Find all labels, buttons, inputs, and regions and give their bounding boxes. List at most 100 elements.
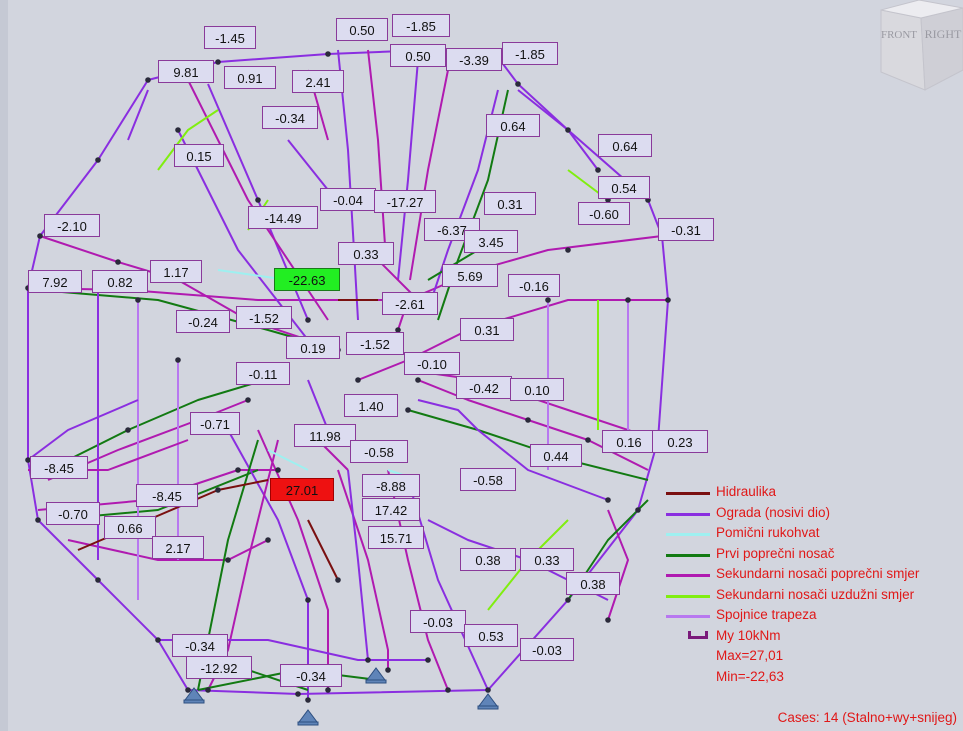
structure-node[interactable] — [295, 691, 301, 697]
structure-member[interactable] — [307, 379, 329, 431]
structure-node[interactable] — [335, 577, 341, 583]
moment-value-label: -0.03 — [410, 610, 466, 633]
structure-node[interactable] — [95, 577, 101, 583]
structure-node[interactable] — [305, 317, 311, 323]
structure-member[interactable] — [287, 139, 329, 191]
legend-max-value: Max=27,01 — [716, 648, 784, 663]
legend-item: Prvi poprečni nosač — [662, 544, 962, 565]
structure-node[interactable] — [265, 537, 271, 543]
structure-node[interactable] — [395, 327, 401, 333]
structure-member[interactable] — [157, 109, 219, 171]
structure-node[interactable] — [565, 127, 571, 133]
moment-value-label: 3.45 — [464, 230, 518, 253]
structure-node[interactable] — [365, 657, 371, 663]
structure-node[interactable] — [125, 427, 131, 433]
structure-node[interactable] — [325, 51, 331, 57]
moment-value-label: -0.24 — [176, 310, 230, 333]
structure-node[interactable] — [185, 687, 191, 693]
structure-node[interactable] — [605, 617, 611, 623]
structure-node[interactable] — [245, 397, 251, 403]
moment-value-label: -0.10 — [404, 352, 460, 375]
view-cube[interactable]: FRONT RIGHT — [875, 0, 963, 96]
structure-member[interactable] — [27, 399, 139, 461]
legend-item: Ograda (nosivi dio) — [662, 503, 962, 524]
legend-item-label: Ograda (nosivi dio) — [716, 504, 831, 520]
support-icon — [365, 667, 387, 684]
structure-node[interactable] — [565, 247, 571, 253]
structure-node[interactable] — [445, 687, 451, 693]
structure-member[interactable] — [27, 79, 149, 289]
structure-member[interactable] — [407, 409, 649, 481]
structure-node[interactable] — [415, 377, 421, 383]
structure-node[interactable] — [205, 687, 211, 693]
structure-node[interactable] — [235, 467, 241, 473]
structure-node[interactable] — [215, 59, 221, 65]
structure-node[interactable] — [585, 437, 591, 443]
structure-node[interactable] — [225, 557, 231, 563]
structure-member[interactable] — [347, 469, 369, 661]
moment-value-label: -12.92 — [186, 656, 252, 679]
moment-value-label: 11.98 — [294, 424, 356, 447]
moment-value-label: 2.41 — [292, 70, 344, 93]
structure-member[interactable] — [607, 509, 629, 621]
structure-node[interactable] — [35, 517, 41, 523]
load-case-label: Cases: 14 (Stalno+wy+snijeg) — [777, 710, 957, 725]
structure-node[interactable] — [635, 507, 641, 513]
moment-value-label: -0.58 — [350, 440, 408, 463]
structure-member[interactable] — [397, 59, 419, 281]
moment-value-label: 0.38 — [460, 548, 516, 571]
structure-node[interactable] — [425, 657, 431, 663]
structure-node[interactable] — [405, 407, 411, 413]
structure-node[interactable] — [305, 597, 311, 603]
structure-node[interactable] — [255, 197, 261, 203]
moment-value-label: -1.85 — [502, 42, 558, 65]
legend-item: Sekundarni nosači uzdužni smjer — [662, 585, 962, 606]
structure-node[interactable] — [305, 697, 311, 703]
moment-value-label: -0.31 — [658, 218, 714, 241]
structure-node[interactable] — [155, 637, 161, 643]
structure-node[interactable] — [515, 81, 521, 87]
moment-value-label: 0.31 — [484, 192, 536, 215]
legend-item-label: Sekundarni nosači poprečni smjer — [716, 566, 920, 581]
structure-node[interactable] — [665, 297, 671, 303]
structure-node[interactable] — [145, 77, 151, 83]
structure-node[interactable] — [355, 377, 361, 383]
structure-node[interactable] — [115, 259, 121, 265]
structure-node[interactable] — [325, 687, 331, 693]
structure-node[interactable] — [385, 667, 391, 673]
structure-node[interactable] — [595, 167, 601, 173]
structure-node[interactable] — [175, 357, 181, 363]
structure-node[interactable] — [135, 297, 141, 303]
structure-node[interactable] — [275, 467, 281, 473]
structure-node[interactable] — [485, 687, 491, 693]
structure-member[interactable] — [267, 449, 309, 471]
legend-swatch — [666, 553, 710, 557]
structure-node[interactable] — [25, 457, 31, 463]
structure-node[interactable] — [625, 297, 631, 303]
structure-member[interactable] — [27, 288, 189, 691]
structure-node[interactable] — [37, 233, 43, 239]
structure-member[interactable] — [307, 519, 339, 581]
structure-node[interactable] — [175, 127, 181, 133]
view-cube-right-face[interactable]: RIGHT — [925, 27, 962, 41]
structure-member[interactable] — [257, 429, 329, 690]
moment-value-label: 5.69 — [442, 264, 498, 287]
structure-member[interactable] — [47, 381, 259, 471]
structure-node[interactable] — [525, 417, 531, 423]
moment-value-label: -14.49 — [248, 206, 318, 229]
structure-node[interactable] — [215, 487, 221, 493]
structure-member[interactable] — [67, 539, 269, 561]
structure-member[interactable] — [409, 69, 449, 281]
moment-value-label: -1.52 — [346, 332, 404, 355]
structure-node[interactable] — [605, 497, 611, 503]
structure-node[interactable] — [545, 297, 551, 303]
structure-node[interactable] — [565, 597, 571, 603]
view-cube-front-face[interactable]: FRONT — [881, 29, 917, 41]
structure-member[interactable] — [367, 49, 387, 261]
structure-member[interactable] — [187, 689, 489, 695]
structure-member[interactable] — [417, 399, 609, 501]
structure-member[interactable] — [127, 89, 149, 141]
structure-node[interactable] — [95, 157, 101, 163]
structure-member[interactable] — [227, 429, 309, 700]
structure-member[interactable] — [407, 479, 489, 691]
